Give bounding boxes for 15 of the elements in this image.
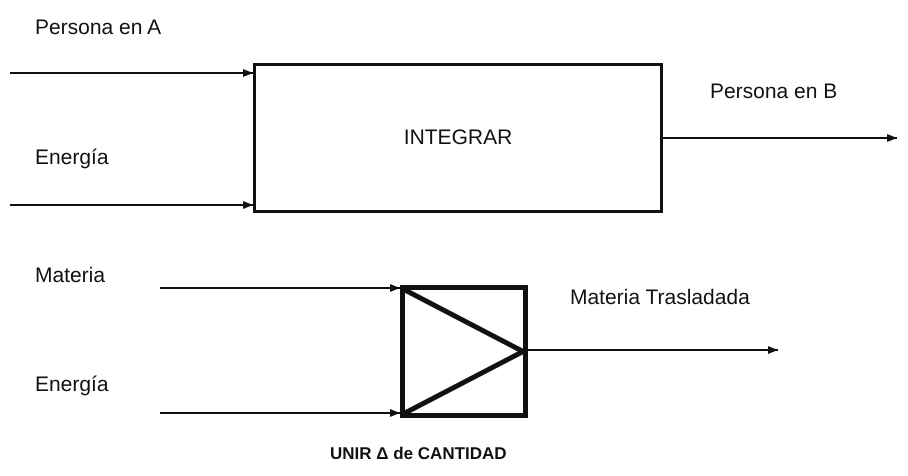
arrow [528,346,778,354]
edge-label: Energía [35,146,109,170]
arrow [160,409,400,417]
edge-label: Energía [35,373,109,397]
node-label: INTEGRAR [404,126,512,150]
arrow [10,201,253,209]
arrow [160,284,400,292]
edge-label: Persona en B [710,80,838,104]
arrow [10,69,253,77]
edge-label: Persona en A [35,16,162,40]
process-box [253,63,663,213]
edge-label: Materia Trasladada [570,286,750,310]
edge-label: Materia [35,264,106,288]
arrow [663,134,897,142]
node-label: UNIR Δ de CANTIDAD [330,444,507,464]
